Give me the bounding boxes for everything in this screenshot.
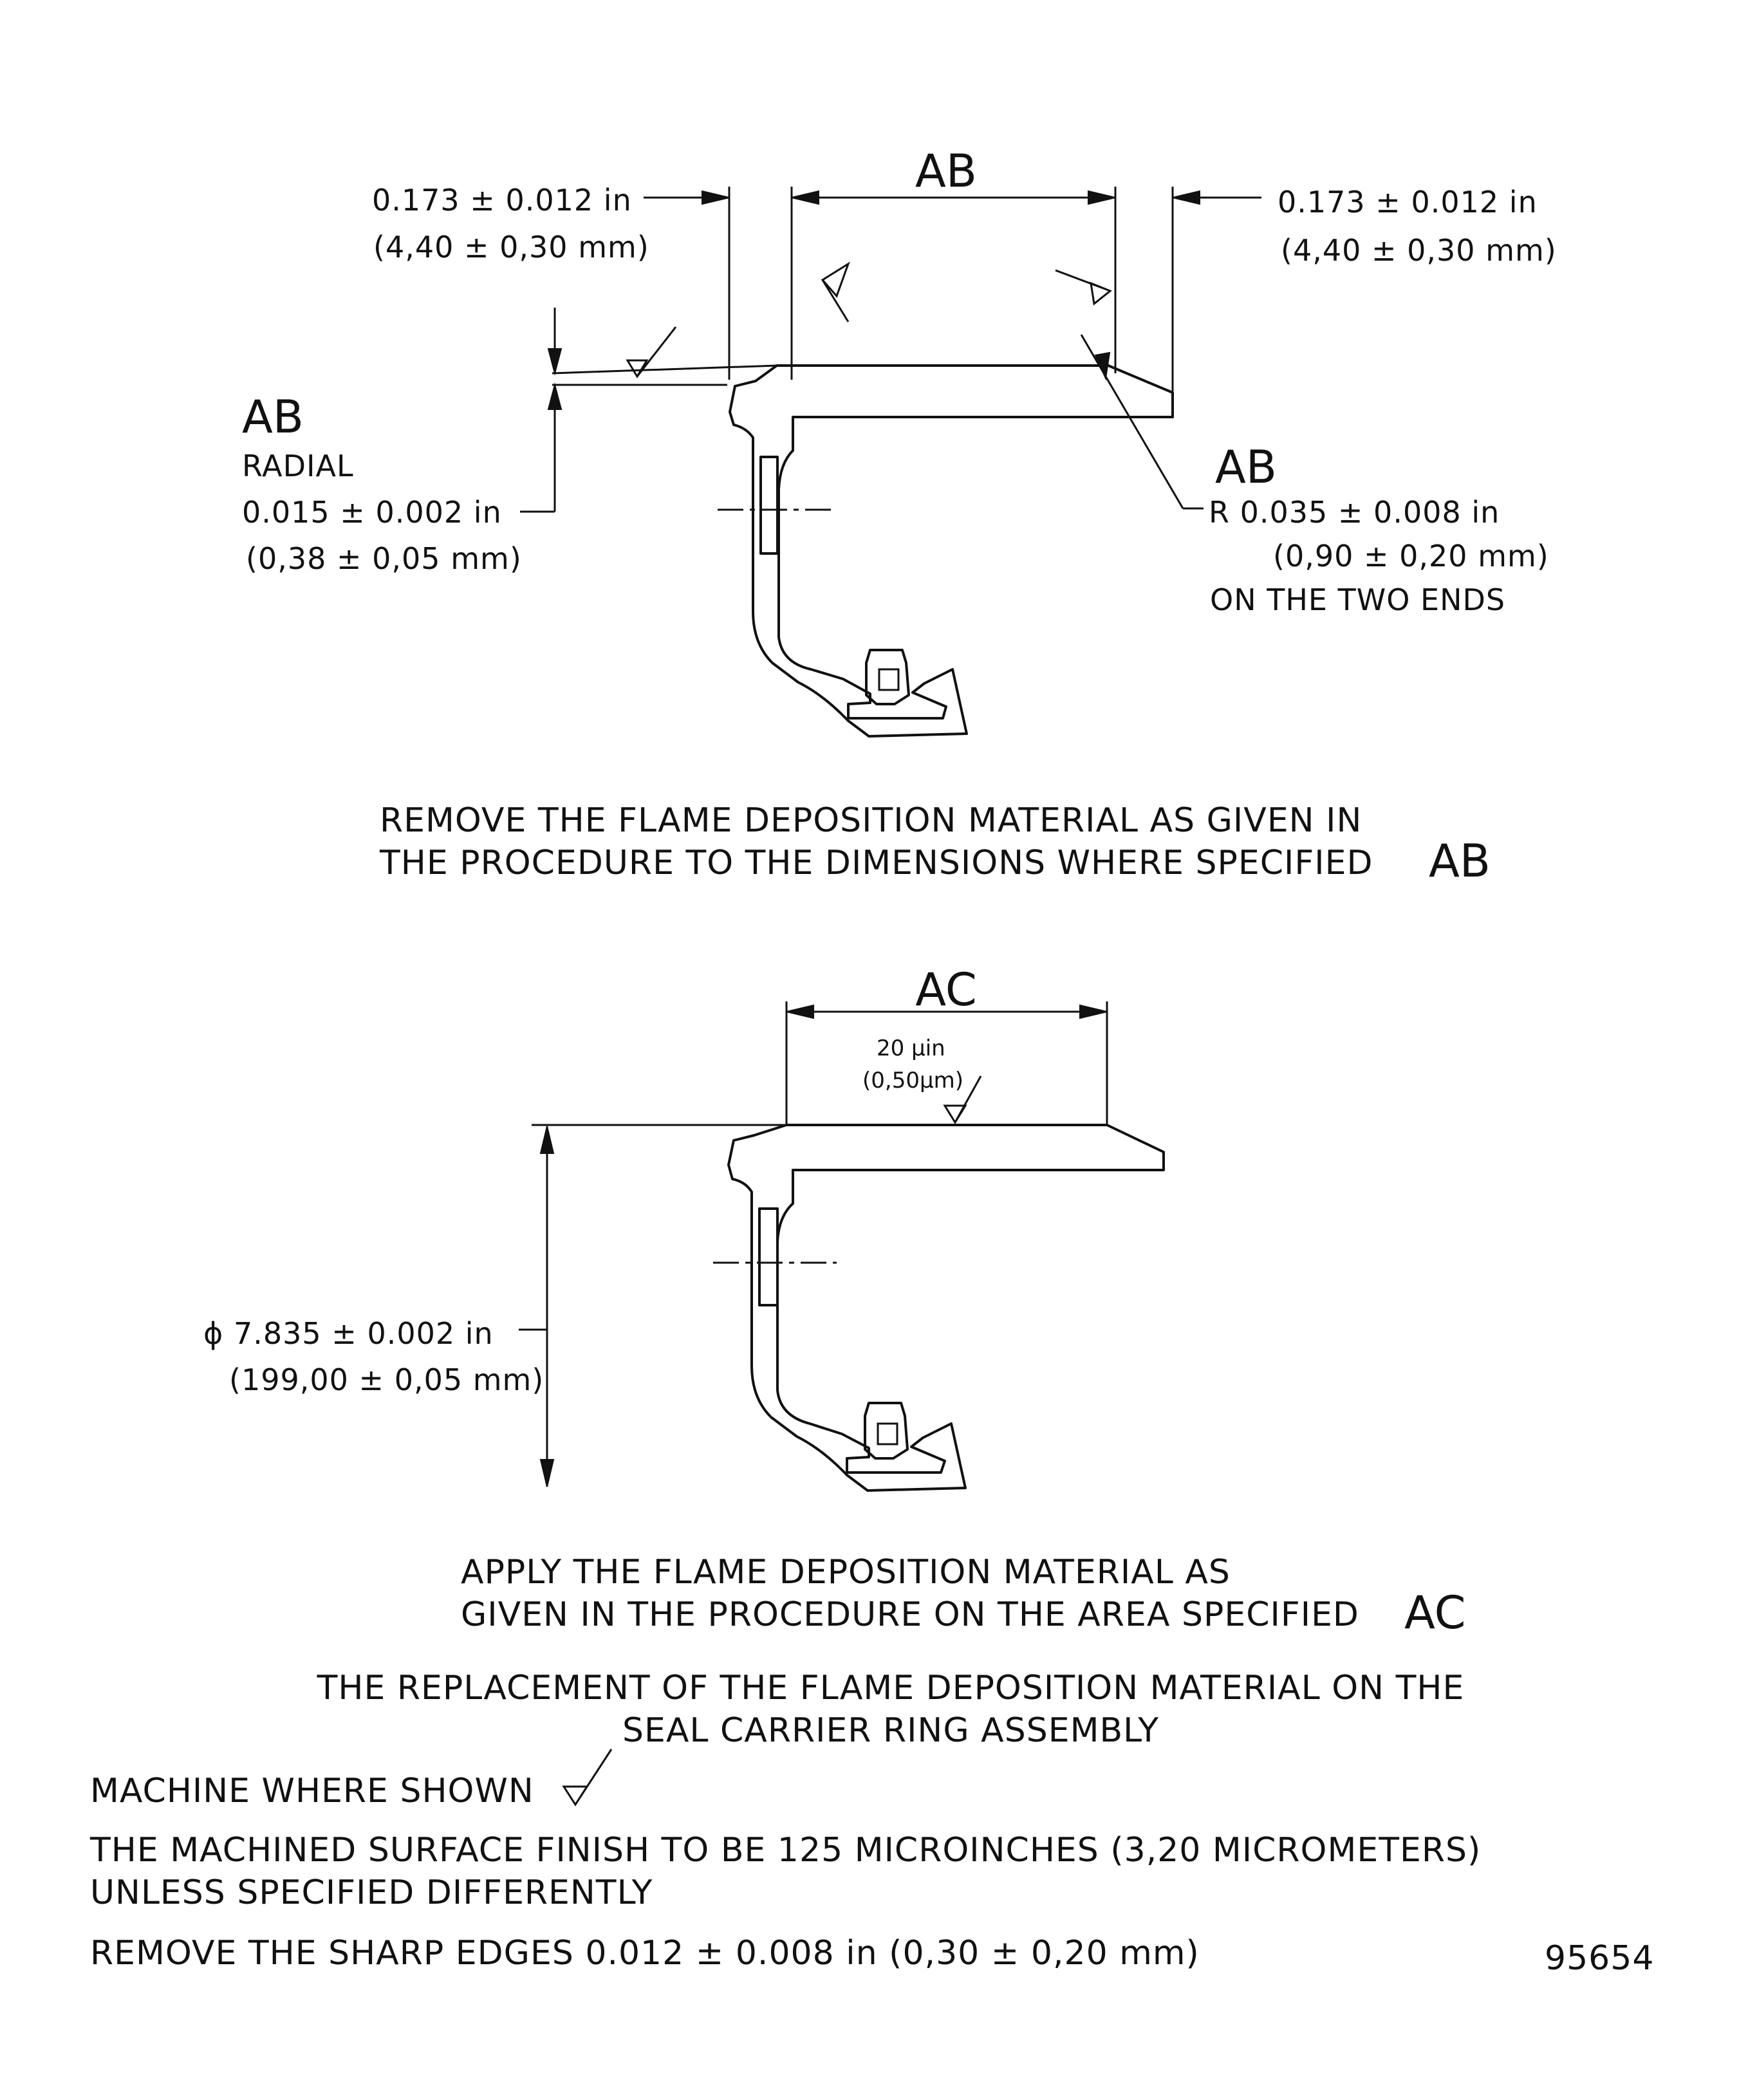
- diameter-inch: ϕ 7.835 ± 0.002 in: [203, 1316, 494, 1351]
- right-dim-mm: (4,40 ± 0,30 mm): [1281, 233, 1557, 268]
- note-machine: MACHINE WHERE SHOWN: [90, 1772, 534, 1810]
- top-part-outline: [729, 364, 1174, 738]
- title-line2: SEAL CARRIER RING ASSEMBLY: [622, 1711, 1159, 1750]
- radius-ref: AB: [1215, 441, 1277, 494]
- bottom-ref-label: AC: [915, 963, 977, 1016]
- radial-ref: AB: [242, 391, 304, 443]
- drawing-number: 95654: [1545, 1939, 1654, 1978]
- right-dim-inch: 0.173 ± 0.012 in: [1278, 185, 1538, 219]
- machine-symbol-right: [1055, 269, 1112, 306]
- note-finish-line1: THE MACHINED SURFACE FINISH TO BE 125 MI…: [89, 1831, 1481, 1870]
- top-lug: [865, 649, 910, 705]
- bottom-lug-inner: [877, 1422, 898, 1445]
- title-block: THE REPLACEMENT OF THE FLAME DEPOSITION …: [317, 1669, 1465, 1750]
- radial-mm: (0,38 ± 0,05 mm): [246, 541, 522, 576]
- bottom-caption-line2: GIVEN IN THE PROCEDURE ON THE AREA SPECI…: [461, 1595, 1359, 1634]
- top-groove: [759, 456, 779, 555]
- radius-inch: R 0.035 ± 0.008 in: [1209, 495, 1500, 530]
- bottom-view: AC 20 µin (0,50µm) ϕ 7.835 ± 0.002 in (1…: [203, 963, 1466, 1639]
- bottom-groove: [758, 1207, 779, 1306]
- left-dim-mm: (4,40 ± 0,30 mm): [373, 230, 649, 265]
- bottom-caption-ref: AC: [1404, 1586, 1466, 1639]
- machine-symbol-left: [821, 261, 850, 322]
- top-lug-inner: [878, 668, 900, 691]
- finish-mm: (0,50µm): [862, 1068, 963, 1093]
- top-ref-label: AB: [915, 145, 977, 198]
- bottom-lug: [864, 1402, 909, 1460]
- notes: MACHINE WHERE SHOWN THE MACHINED SURFACE…: [89, 1749, 1654, 1978]
- radius-mm: (0,90 ± 0,20 mm): [1273, 539, 1549, 573]
- radius-note: ON THE TWO ENDS: [1210, 582, 1505, 617]
- machine-where-shown-symbol: [562, 1749, 613, 1807]
- diameter-mm: (199,00 ± 0,05 mm): [229, 1362, 544, 1397]
- finish-symbol: [943, 1075, 982, 1124]
- left-dim-inch: 0.173 ± 0.012 in: [372, 183, 632, 218]
- note-sharp-edges: REMOVE THE SHARP EDGES 0.012 ± 0.008 in …: [90, 1934, 1200, 1973]
- title-line1: THE REPLACEMENT OF THE FLAME DEPOSITION …: [317, 1669, 1465, 1707]
- radial-inch: 0.015 ± 0.002 in: [242, 495, 502, 530]
- top-caption-line2: THE PROCEDURE TO THE DIMENSIONS WHERE SP…: [379, 844, 1373, 882]
- bottom-part-outline: [727, 1124, 1165, 1492]
- machine-symbol-radial: [626, 326, 677, 378]
- top-view: AB 0.173 ± 0.012 in (4,40 ± 0,30 mm) 0.1…: [242, 145, 1557, 887]
- note-finish-line2: UNLESS SPECIFIED DIFFERENTLY: [90, 1873, 653, 1912]
- top-caption-ref: AB: [1429, 835, 1491, 887]
- bottom-caption-line1: APPLY THE FLAME DEPOSITION MATERIAL AS: [461, 1553, 1231, 1592]
- top-caption-line1: REMOVE THE FLAME DEPOSITION MATERIAL AS …: [380, 801, 1362, 840]
- radial-label: RADIAL: [242, 449, 354, 483]
- finish-inch: 20 µin: [877, 1036, 945, 1061]
